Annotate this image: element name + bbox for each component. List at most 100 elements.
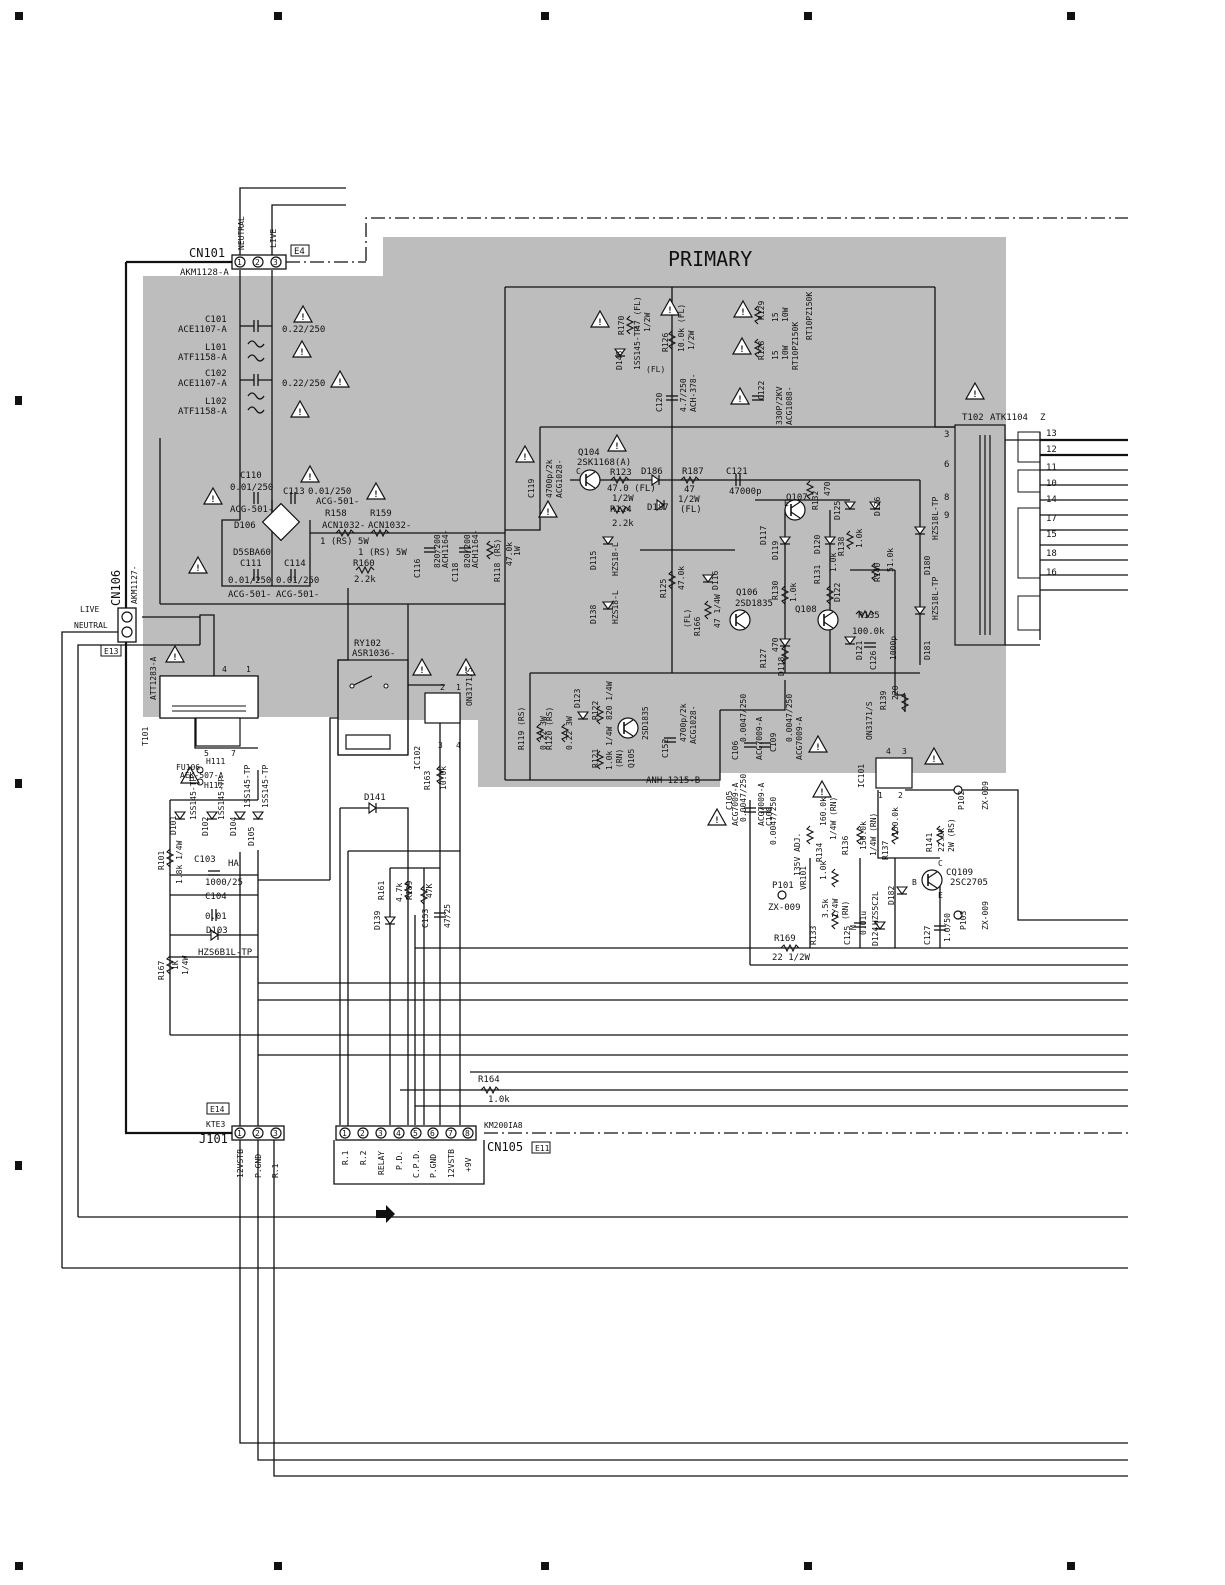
label-components-d120-0: D120 (813, 535, 822, 554)
label-components-r131-1: 1.0k (829, 553, 838, 572)
label-components-vr101-1: 1.0k (819, 861, 828, 880)
connector-cn106: CN106 AKM1127- LIVE NEUTRAL E13 (74, 565, 139, 657)
label-components-r158-2: 1 (RS) 5W (320, 537, 369, 547)
label-components-c114-1: 0.01/250 (276, 576, 319, 586)
label-components-r134-0: R134 (815, 843, 824, 862)
label-transformer_outputs-0: 13 (1046, 429, 1057, 439)
label-components-t102-1: ATK1104 (990, 413, 1028, 423)
connector-j101: E14 KTE3 J101 1 2 3 12VSTB P.GND R.1 (199, 1102, 285, 1178)
label-components-d182-0: D182 (887, 886, 896, 905)
label-components-d102-0: D102 (201, 817, 210, 836)
label-connectors-cn101-pins-0: 1 (237, 258, 242, 267)
label-components-c105-1: 0.0047/250 (739, 774, 748, 822)
label-components-r159-1: ACN1032- (368, 521, 411, 531)
label-connectors-cn105-pin_labels-2: RELAY (377, 1151, 386, 1175)
label-components-c118-0: C118 (451, 563, 460, 582)
cn106-grid: E13 (104, 647, 119, 656)
label-components-c113-1: 0.01/250 (308, 487, 351, 497)
label-components-c106-2: ACG7009-A (755, 716, 764, 760)
label-transformer_pins-3: 9 (944, 511, 949, 521)
label-components-d118-0: D118 (777, 657, 786, 676)
label-components-fu106-1: AEK-507-A (180, 771, 224, 780)
label-connectors-cn105-pins-5: 6 (430, 1129, 435, 1138)
label-components-d106-0: D106 (234, 521, 256, 531)
label-components-r119-1: 0.22 3W (539, 716, 548, 750)
label-components-r121-2: (RN) (615, 749, 624, 768)
label-components-ic102-1: ON3171/S (465, 667, 474, 706)
label-components-t102-0: T102 (962, 413, 984, 423)
label-components-c101-0: C101 (205, 315, 227, 325)
label-components-d119-0: D119 (771, 541, 780, 560)
label-components-r164-0: R164 (478, 1075, 500, 1085)
label-components-d105-0: D105 (247, 827, 256, 846)
cn106-live: LIVE (80, 605, 99, 614)
label-connectors-cn105-pins-2: 3 (378, 1129, 383, 1138)
label-components-r189-0: R189 (405, 881, 414, 900)
label-components-c109-2: ACG7009-A (795, 716, 804, 760)
label-connectors-cn105-pins-0: 1 (342, 1129, 347, 1138)
label-components-c120-2: ACH-378- (689, 373, 698, 412)
label-components-r187-1: 47 (684, 485, 695, 495)
label-components-d182-1: HZS5C2L (871, 891, 880, 925)
label-components-h112-0: H112 (204, 781, 223, 790)
label-components-q109-0: CQ109 (946, 868, 973, 878)
label-components-d105-1: 1SS145-TP (261, 764, 270, 808)
j101-ref: J101 (199, 1132, 228, 1146)
label-components-l101-1: ATF1158-A (178, 353, 227, 363)
label-components-r118-0: R118 (RS) (493, 539, 502, 582)
label-components-c118-2: ACH1164- (471, 529, 480, 568)
label-components-c104-0: C104 (205, 892, 227, 902)
label-ic_pins-0: 1 (878, 791, 883, 800)
label-components-d126-0: D126 (873, 497, 882, 516)
label-components-c125-2: M (849, 925, 858, 930)
label-components-c126-1: 1000p (889, 636, 898, 660)
label-components-r129-1: 15 (771, 312, 780, 322)
label-components-d141-0: D141 (364, 793, 386, 803)
label-components-c121-0: C121 (726, 467, 748, 477)
label-components-c110-2: ACG-501- (230, 505, 273, 515)
label-transistor_pins-0: C (938, 859, 943, 868)
label-components-r129-2: 10W (781, 307, 790, 322)
label-components-h111-0: H111 (206, 757, 225, 766)
label-ic_pins-3: 4 (886, 747, 891, 756)
label-connectors-j101-pins-1: 2 (255, 1129, 260, 1138)
label-components-d104-0: D104 (229, 817, 238, 836)
label-components-r166-0: R166 (693, 617, 702, 636)
label-components-c114-2: ACG-501- (276, 590, 319, 600)
component-labels: C101 ACE1107-A 0.22/250 L101 ATF1158-A C… (141, 292, 1057, 1105)
label-components-r187-3: (FL) (680, 505, 702, 515)
label-components-r187-2: 1/2W (678, 495, 700, 505)
label-components-c118-1: 820/200 (463, 534, 472, 568)
label-components-r161-0: R161 (377, 881, 386, 900)
label-connectors-cn105-pins-7: 8 (465, 1129, 470, 1138)
label-transformer_outputs-7: 18 (1046, 549, 1057, 559)
cn106-neutral: NEUTRAL (74, 621, 108, 630)
label-components-r135-0: R135 (858, 611, 880, 621)
label-components-d115-0: D115 (589, 551, 598, 570)
label-components-r169-1: 22 1/2W (772, 953, 811, 963)
cn105-ref: CN105 (487, 1140, 523, 1154)
label-components-r137-1: 150.0k (891, 807, 900, 836)
label-components-r189-1: 47K (425, 883, 434, 898)
label-components-r133-2: 1/4W (831, 899, 840, 918)
label-connectors-j101-pins-2: 3 (273, 1129, 278, 1138)
label-connectors-cn105-pin_labels-5: P.GND (429, 1154, 438, 1178)
label-components-r121-0: R121 (591, 749, 600, 768)
label-components-c153-0: C153 (421, 909, 430, 928)
label-components-r141-1: 22.0k (937, 828, 946, 852)
label-components-d138-0: D138 (589, 605, 598, 624)
label-components-d123-0: D123 (573, 689, 582, 708)
label-components-d180-1: HZS18L-TP (931, 496, 940, 540)
label-components-r187-0: R187 (682, 467, 704, 477)
label-components-q106-1: 2SD1835 (735, 599, 773, 609)
label-components-d138-1: HZS18-L (611, 590, 620, 624)
label-transformer_outputs-6: 15 (1046, 530, 1057, 540)
primary-title: PRIMARY (668, 247, 752, 271)
cn105-part: KM200IA8 (484, 1121, 523, 1130)
label-components-r159-0: R159 (370, 509, 392, 519)
label-components-r126-2: 1/2W (687, 331, 696, 350)
label-components-c119-0: C119 (527, 479, 536, 498)
label-components-c122-1: 330P/2KV (775, 386, 784, 425)
label-components-d181-1: HZS18L-TP (931, 576, 940, 620)
